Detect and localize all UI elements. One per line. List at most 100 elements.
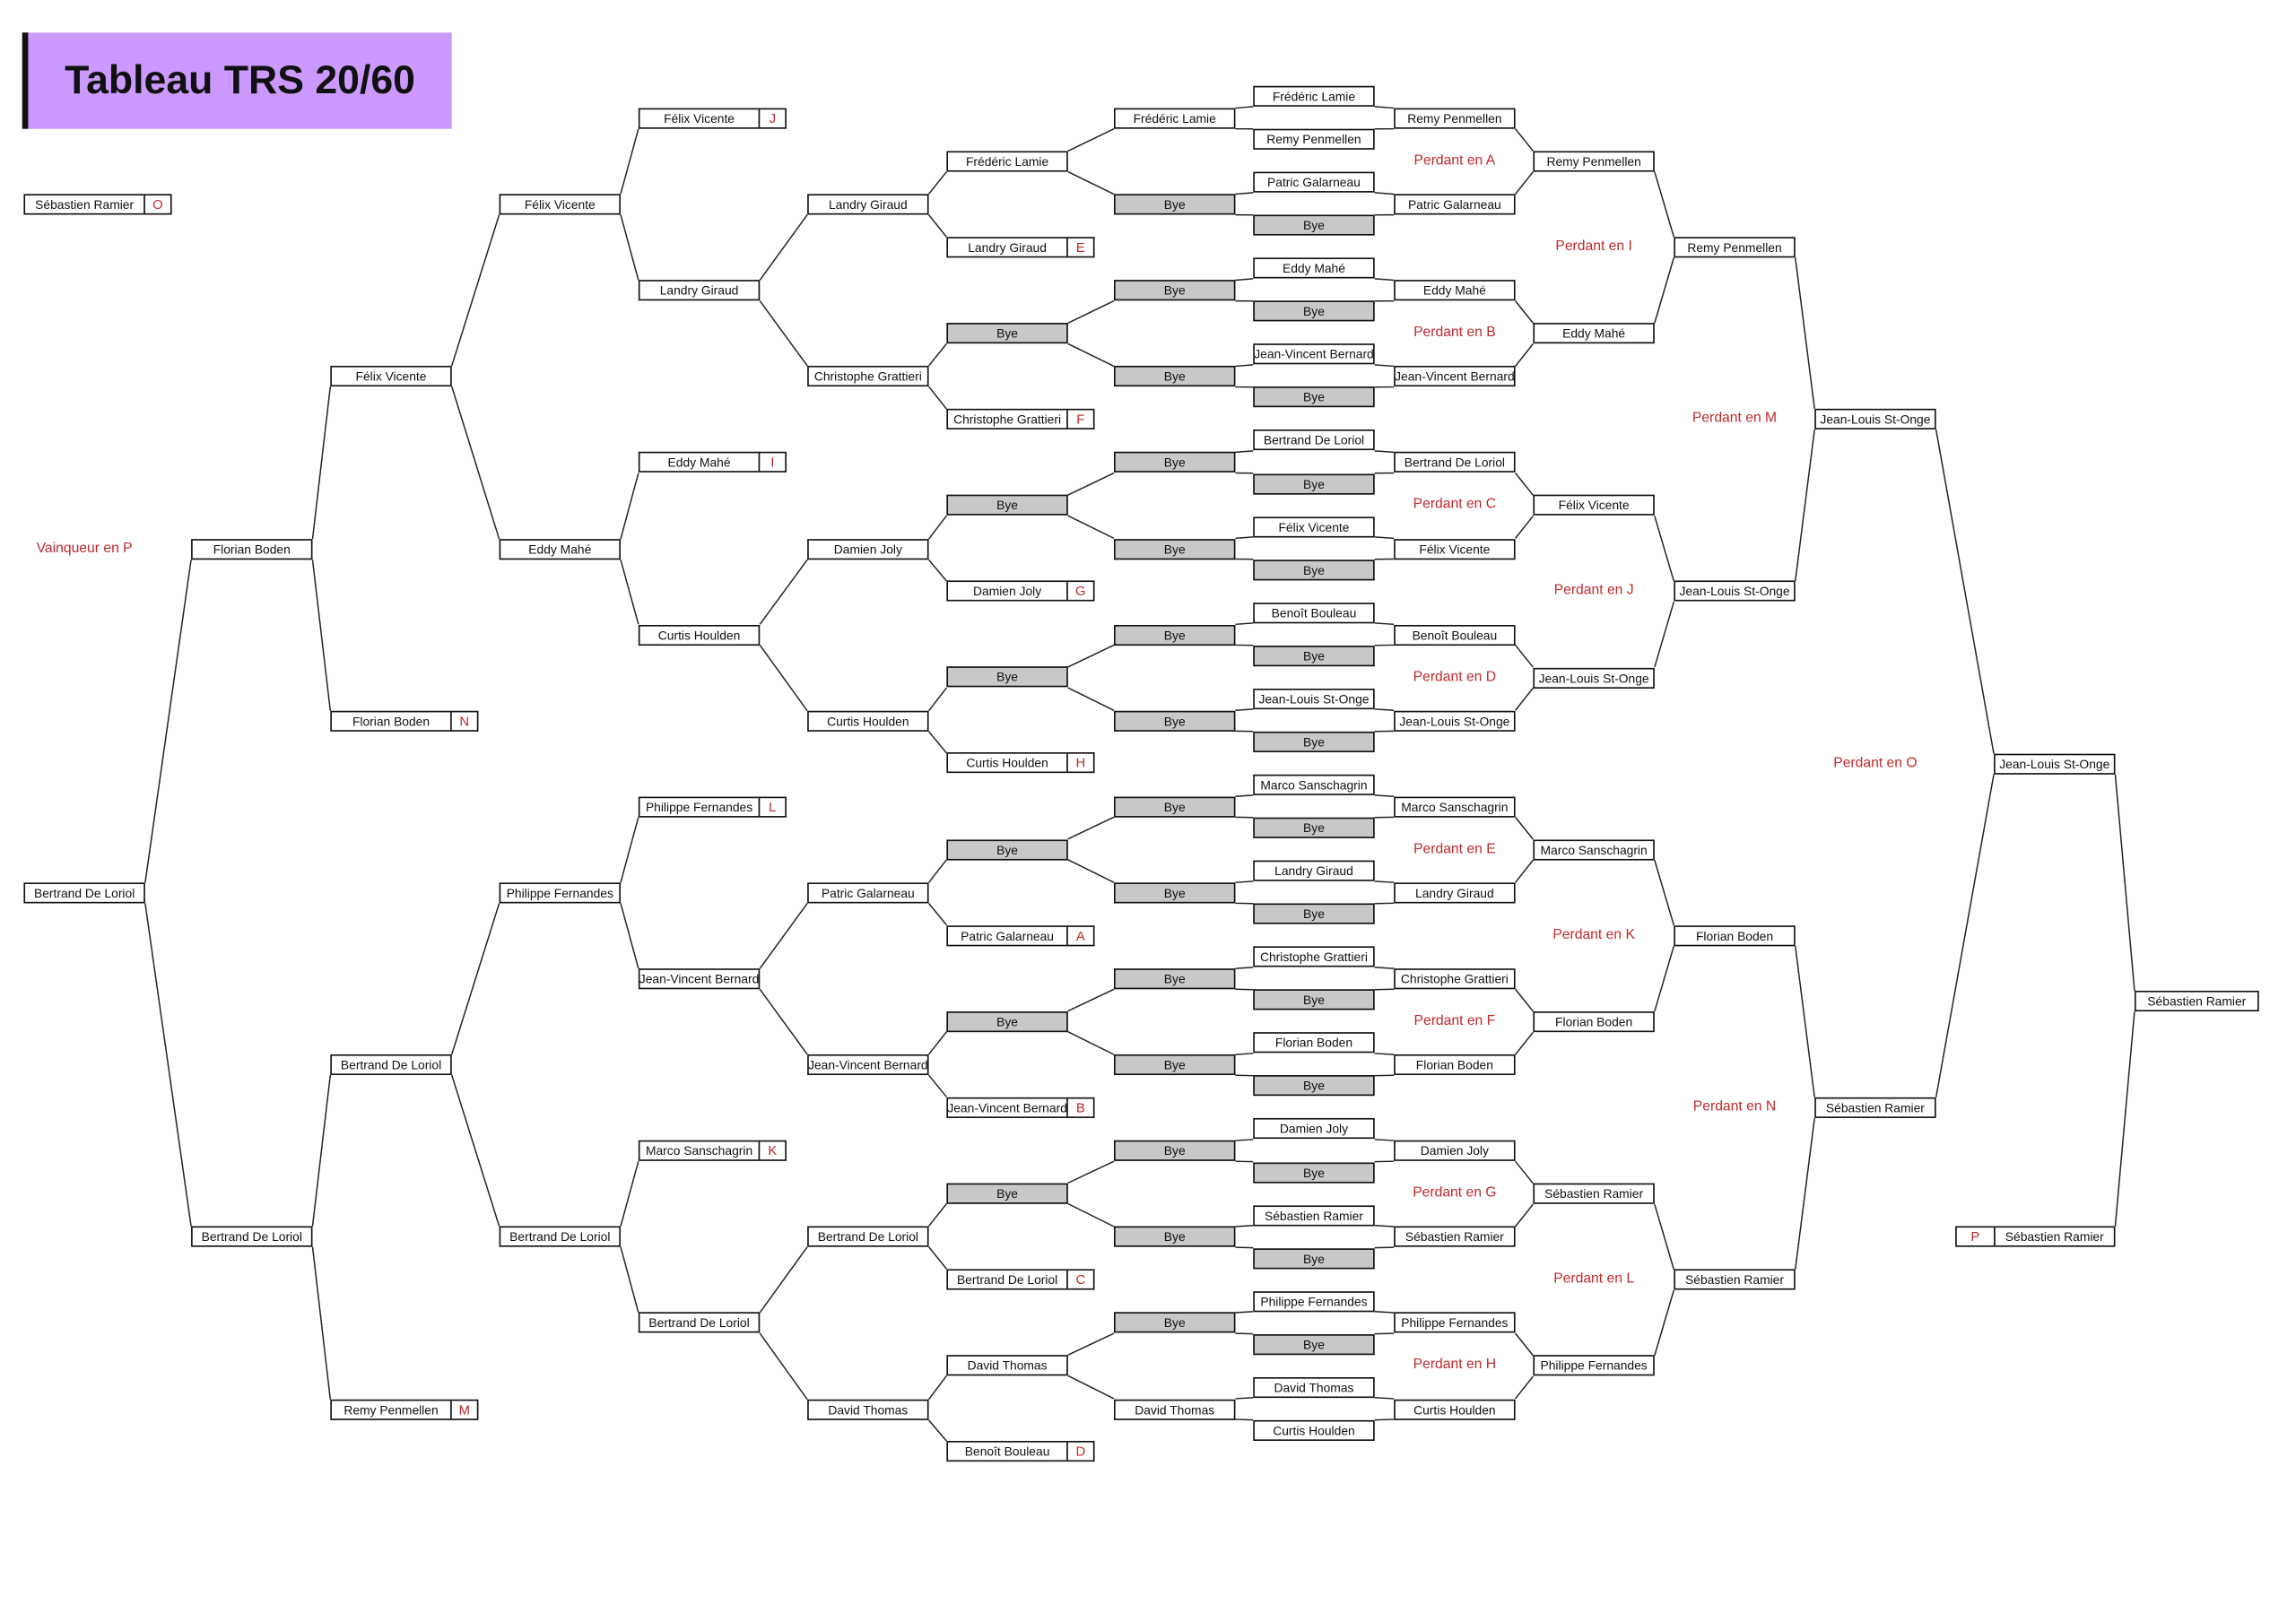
player-slot: Patric Galarneau xyxy=(1253,171,1375,193)
connector-line xyxy=(2114,774,2135,991)
bye-slot: Bye xyxy=(1253,1161,1375,1183)
player-slot: Landry Giraud xyxy=(1253,860,1375,881)
connector-line xyxy=(927,1203,947,1227)
player-slot: Eddy Mahé xyxy=(1253,257,1375,279)
match-letter-tag: L xyxy=(758,796,787,818)
player-slot: Bertrand De Loriol xyxy=(330,1054,452,1076)
player-slot: Curtis Houlden xyxy=(1394,1398,1516,1420)
player-slot: Bertrand De Loriol xyxy=(191,1226,313,1247)
connector-line xyxy=(620,1246,639,1314)
connector-line xyxy=(144,559,192,883)
bye-slot: Bye xyxy=(1114,194,1236,215)
player-slot: Philippe Fernandes xyxy=(1253,1290,1375,1312)
match-letter-tag: H xyxy=(1066,752,1095,774)
bye-slot: Bye xyxy=(1253,1247,1375,1269)
player-slot: Sébastien Ramier xyxy=(1253,1204,1375,1226)
player-slot: Bertrand De Loriol xyxy=(807,1226,929,1247)
player-slot: Jean-Louis St-Onge xyxy=(1814,408,1936,429)
connector-line xyxy=(927,171,947,195)
connector-line xyxy=(451,214,500,367)
player-slot: Félix Vicente xyxy=(1253,516,1375,537)
match-letter-tag: N xyxy=(450,710,479,732)
player-slot: Sébastien Ramier xyxy=(2134,990,2259,1012)
bye-slot: Bye xyxy=(1253,817,1375,838)
connector-line xyxy=(1067,644,1115,668)
bye-slot: Bye xyxy=(946,1183,1068,1204)
player-slot: Curtis Houlden xyxy=(946,752,1068,774)
connector-line xyxy=(451,386,500,540)
connector-line xyxy=(1067,859,1115,883)
player-slot: Sébastien Ramier xyxy=(1674,1269,1796,1290)
player-slot: Curtis Houlden xyxy=(1253,1419,1375,1441)
player-slot: Christophe Grattieri xyxy=(1394,968,1516,990)
connector-line xyxy=(311,1074,332,1227)
player-slot: Eddy Mahé xyxy=(638,452,761,473)
player-slot: Florian Boden xyxy=(1253,1032,1375,1054)
bye-slot: Bye xyxy=(1253,214,1375,236)
connector-line xyxy=(451,903,500,1055)
match-letter-tag: C xyxy=(1066,1269,1095,1290)
bye-slot: Bye xyxy=(1114,882,1236,904)
connector-line xyxy=(927,859,947,883)
player-slot: Florian Boden xyxy=(330,710,452,732)
connector-line xyxy=(1235,1332,1254,1335)
connector-line xyxy=(927,343,947,367)
player-slot: Marco Sanschagrin xyxy=(1533,839,1655,861)
player-slot: Bertrand De Loriol xyxy=(1253,429,1375,451)
connector-line xyxy=(311,1246,332,1400)
connector-line xyxy=(1067,1332,1115,1356)
winner-label: Vainqueur en P xyxy=(36,540,133,558)
connector-line xyxy=(759,559,808,625)
player-slot: Benoît Bouleau xyxy=(1253,602,1375,623)
player-slot: David Thomas xyxy=(946,1355,1068,1376)
connector-line xyxy=(1374,192,1395,195)
bye-slot: Bye xyxy=(1253,731,1375,752)
match-letter-tag: O xyxy=(144,194,172,215)
connector-line xyxy=(1515,343,1534,367)
player-slot: Bertrand De Loriol xyxy=(946,1269,1068,1290)
connector-line xyxy=(1654,257,1675,324)
bye-slot: Bye xyxy=(1114,968,1236,990)
match-letter-tag: F xyxy=(1066,409,1095,430)
player-slot: Félix Vicente xyxy=(1394,538,1516,559)
bye-slot: Bye xyxy=(1114,1312,1236,1334)
connector-line xyxy=(620,128,639,195)
player-slot: Sébastien Ramier xyxy=(1533,1183,1655,1205)
loser-label: Perdant en D xyxy=(1413,668,1497,686)
player-slot: Jean-Louis St-Onge xyxy=(1994,753,2116,775)
connector-line xyxy=(1654,516,1675,582)
connector-line xyxy=(1515,988,1534,1012)
match-letter-tag: E xyxy=(1066,237,1095,258)
player-slot: Sébastien Ramier xyxy=(1994,1226,2116,1247)
connector-line xyxy=(1515,1332,1534,1357)
connector-line xyxy=(927,515,947,540)
connector-line xyxy=(1515,1160,1534,1184)
connector-line xyxy=(927,687,947,712)
connector-line xyxy=(1235,1225,1254,1227)
player-slot: Christophe Grattieri xyxy=(1253,946,1375,967)
player-slot: Jean-Louis St-Onge xyxy=(1253,688,1375,709)
player-slot: Jean-Vincent Bernard xyxy=(1394,366,1516,387)
player-slot: Christophe Grattieri xyxy=(807,365,929,387)
connector-line xyxy=(1067,1375,1115,1400)
player-slot: Florian Boden xyxy=(1674,924,1796,947)
loser-label: Perdant en A xyxy=(1413,152,1496,169)
connector-line xyxy=(1374,106,1395,109)
player-slot: Remy Penmellen xyxy=(1394,108,1516,129)
player-slot: Landry Giraud xyxy=(946,237,1068,258)
connector-line xyxy=(1067,1202,1115,1227)
page-title: Tableau TRS 20/60 xyxy=(65,57,415,102)
connector-line xyxy=(1374,1418,1395,1421)
match-letter-tag: I xyxy=(758,452,787,473)
connector-line xyxy=(1515,1203,1534,1227)
connector-line xyxy=(1654,1289,1675,1357)
player-slot: Jean-Louis St-Onge xyxy=(1394,710,1516,732)
player-slot: Bertrand De Loriol xyxy=(1394,452,1516,473)
connector-line xyxy=(759,1332,808,1401)
match-letter-tag: M xyxy=(450,1399,479,1420)
connector-line xyxy=(1374,794,1395,797)
player-slot: Jean-Louis St-Onge xyxy=(1533,667,1655,689)
player-slot: Curtis Houlden xyxy=(638,624,761,646)
player-slot: Patric Galarneau xyxy=(946,924,1068,946)
connector-line xyxy=(759,1246,808,1314)
